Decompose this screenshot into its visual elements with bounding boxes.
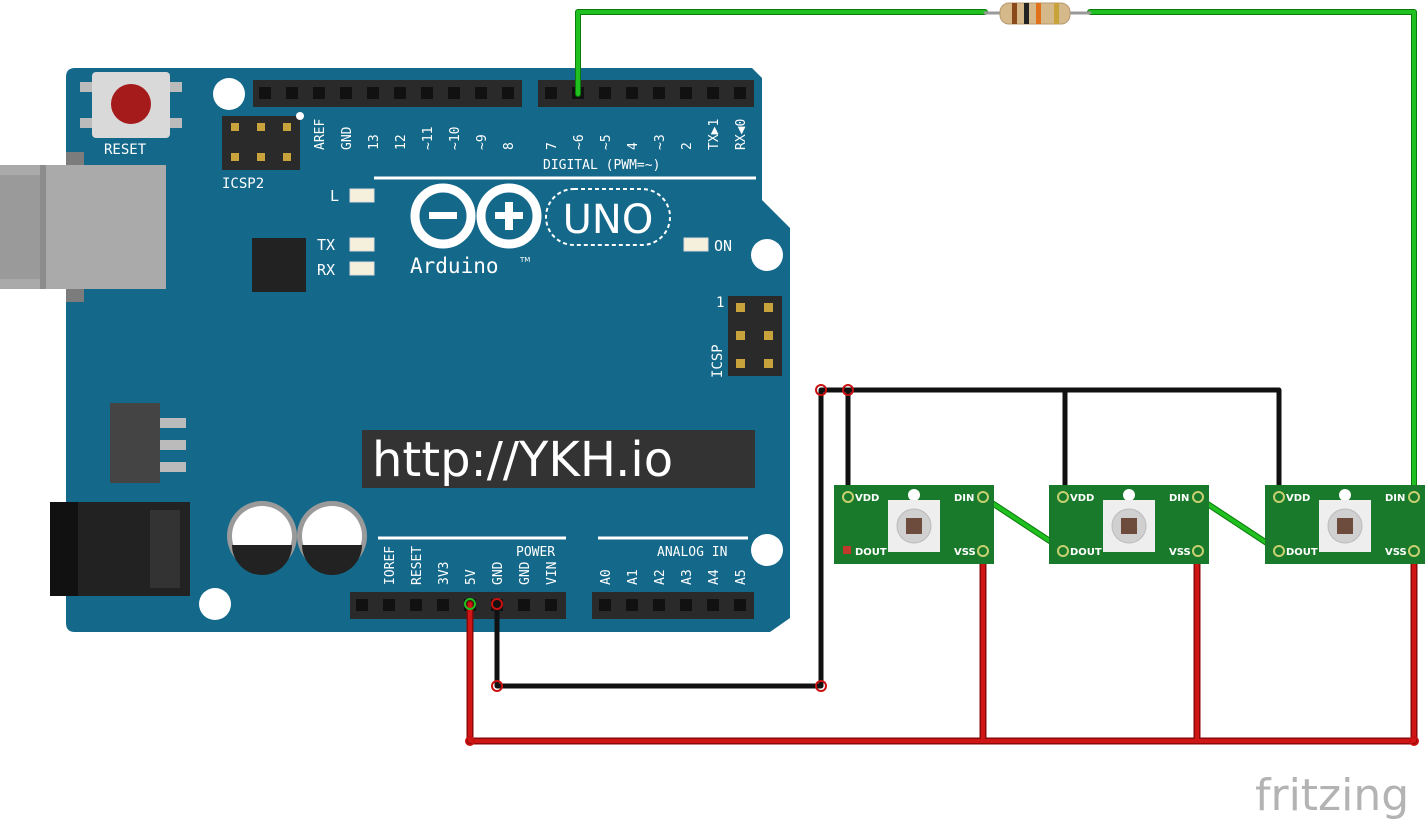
analog-pin-label: A1 (626, 569, 641, 585)
pixel-vdd-label: VDD (1070, 493, 1094, 504)
analog-pin-label: A5 (734, 569, 749, 585)
digital-pin-label: 7 (545, 142, 560, 150)
url-banner-bg (362, 430, 755, 488)
neopixel-strip: VDD DIN DOUT VSS VDD DIN DOUT VSS VDD DIN DOUT VSS (834, 485, 1425, 564)
digital-pin-label: TX▶1 (707, 119, 722, 150)
url-banner: http://YKH.io (372, 432, 673, 488)
digital-pin-label: 8 (502, 142, 517, 150)
pixel-din-label: DIN (1169, 493, 1189, 504)
power-pin-label: 3V3 (437, 562, 452, 585)
digital-pin-label: ~9 (475, 134, 490, 150)
power-pin-label: IOREF (383, 546, 398, 585)
fritzing-watermark: fritzing (1255, 770, 1409, 821)
pixel-vdd-label: VDD (855, 493, 879, 504)
power-pin-label: RESET (410, 546, 425, 585)
power-header (350, 592, 754, 619)
capacitor-1 (227, 501, 297, 575)
power-section-label: POWER (516, 545, 555, 560)
analog-pin-label: A2 (653, 569, 668, 585)
reset-label: RESET (104, 142, 147, 158)
pixel-din-label: DIN (1385, 493, 1405, 504)
uno-badge-frame (545, 188, 671, 246)
dc-power-jack (50, 502, 190, 596)
digital-pin-label: RX◀0 (734, 119, 749, 150)
power-pin-label: GND (518, 561, 533, 585)
led-on-label: ON (714, 237, 732, 255)
icsp2-header (222, 112, 304, 170)
voltage-regulator (110, 403, 186, 483)
usb-chip (252, 238, 306, 292)
pixel-vss-label: VSS (1169, 547, 1191, 558)
neopixel-board: VDD DIN DOUT VSS (1265, 485, 1425, 564)
reset-button (80, 72, 182, 138)
led-tx (349, 237, 375, 252)
usb-connector (0, 152, 166, 302)
power-pin-label: 5V (464, 569, 479, 585)
power-pin-label: VIN (545, 562, 560, 585)
analog-pin-label: A3 (680, 569, 695, 585)
pixel-dout-label: DOUT (855, 547, 887, 558)
icsp2-label: ICSP2 (222, 176, 264, 192)
digital-pin-label: ~11 (421, 127, 436, 150)
digital-pin-labels: AREF GND 13 12 ~11 ~10 ~9 8 7 ~6 ~5 4 ~3 2 TX▶1 RX◀0 (313, 119, 749, 150)
led-rx-label: RX (317, 261, 335, 279)
digital-pin-label: 13 (367, 134, 382, 150)
digital-pin-label: 12 (394, 134, 409, 150)
pixel-dout-label: DOUT (1286, 547, 1318, 558)
led-l-label: L (330, 187, 339, 205)
pixel-vdd-label: VDD (1286, 493, 1310, 504)
icsp-pin1-label: 1 (716, 295, 724, 311)
led-l (349, 188, 375, 203)
neopixel-board: VDD DIN DOUT VSS (834, 485, 994, 564)
icsp-header (728, 296, 782, 376)
pixel-vss-label: VSS (954, 547, 976, 558)
ground-wire (494, 387, 1282, 689)
power-pin-label: GND (491, 561, 506, 585)
digital-section-label: DIGITAL (PWM=~) (543, 158, 660, 173)
pixel-dout-label: DOUT (1070, 547, 1102, 558)
power-pin-labels: IOREF RESET 3V3 5V GND GND VIN A0 A1 A2 A3 A4 A5 (383, 546, 749, 585)
resistor (983, 2, 1092, 25)
arduino-logo-tm: TM (519, 256, 530, 264)
analog-pin-label: A4 (707, 569, 722, 585)
arduino-infinity-logo (410, 183, 542, 249)
digital-pin-label: ~5 (599, 134, 614, 150)
digital-pin-label: ~3 (653, 134, 668, 150)
led-tx-label: TX (317, 236, 335, 254)
digital-pin-label: 2 (680, 142, 695, 150)
digital-pin-label: 4 (626, 142, 641, 150)
arduino-uno-board: RESET ICSP2 (0, 68, 790, 632)
analog-section-label: ANALOG IN (657, 545, 727, 560)
capacitor-2 (297, 501, 367, 575)
digital-pin-label: ~10 (448, 127, 463, 150)
arduino-logo-text: Arduino (410, 254, 499, 278)
icsp-label: ICSP (710, 344, 726, 378)
analog-pin-label: A0 (599, 569, 614, 585)
pixel-vss-label: VSS (1385, 547, 1407, 558)
led-rx (349, 261, 375, 276)
digital-pin-label: GND (340, 126, 355, 150)
led-on (683, 237, 709, 252)
model-label: UNO (563, 197, 654, 243)
digital-pin-label: AREF (313, 119, 328, 150)
digital-pin-label: ~6 (572, 134, 587, 150)
digital-header (253, 80, 754, 107)
pixel-din-label: DIN (954, 493, 974, 504)
neopixel-board: VDD DIN DOUT VSS (1049, 485, 1209, 564)
wires (464, 2, 1419, 746)
